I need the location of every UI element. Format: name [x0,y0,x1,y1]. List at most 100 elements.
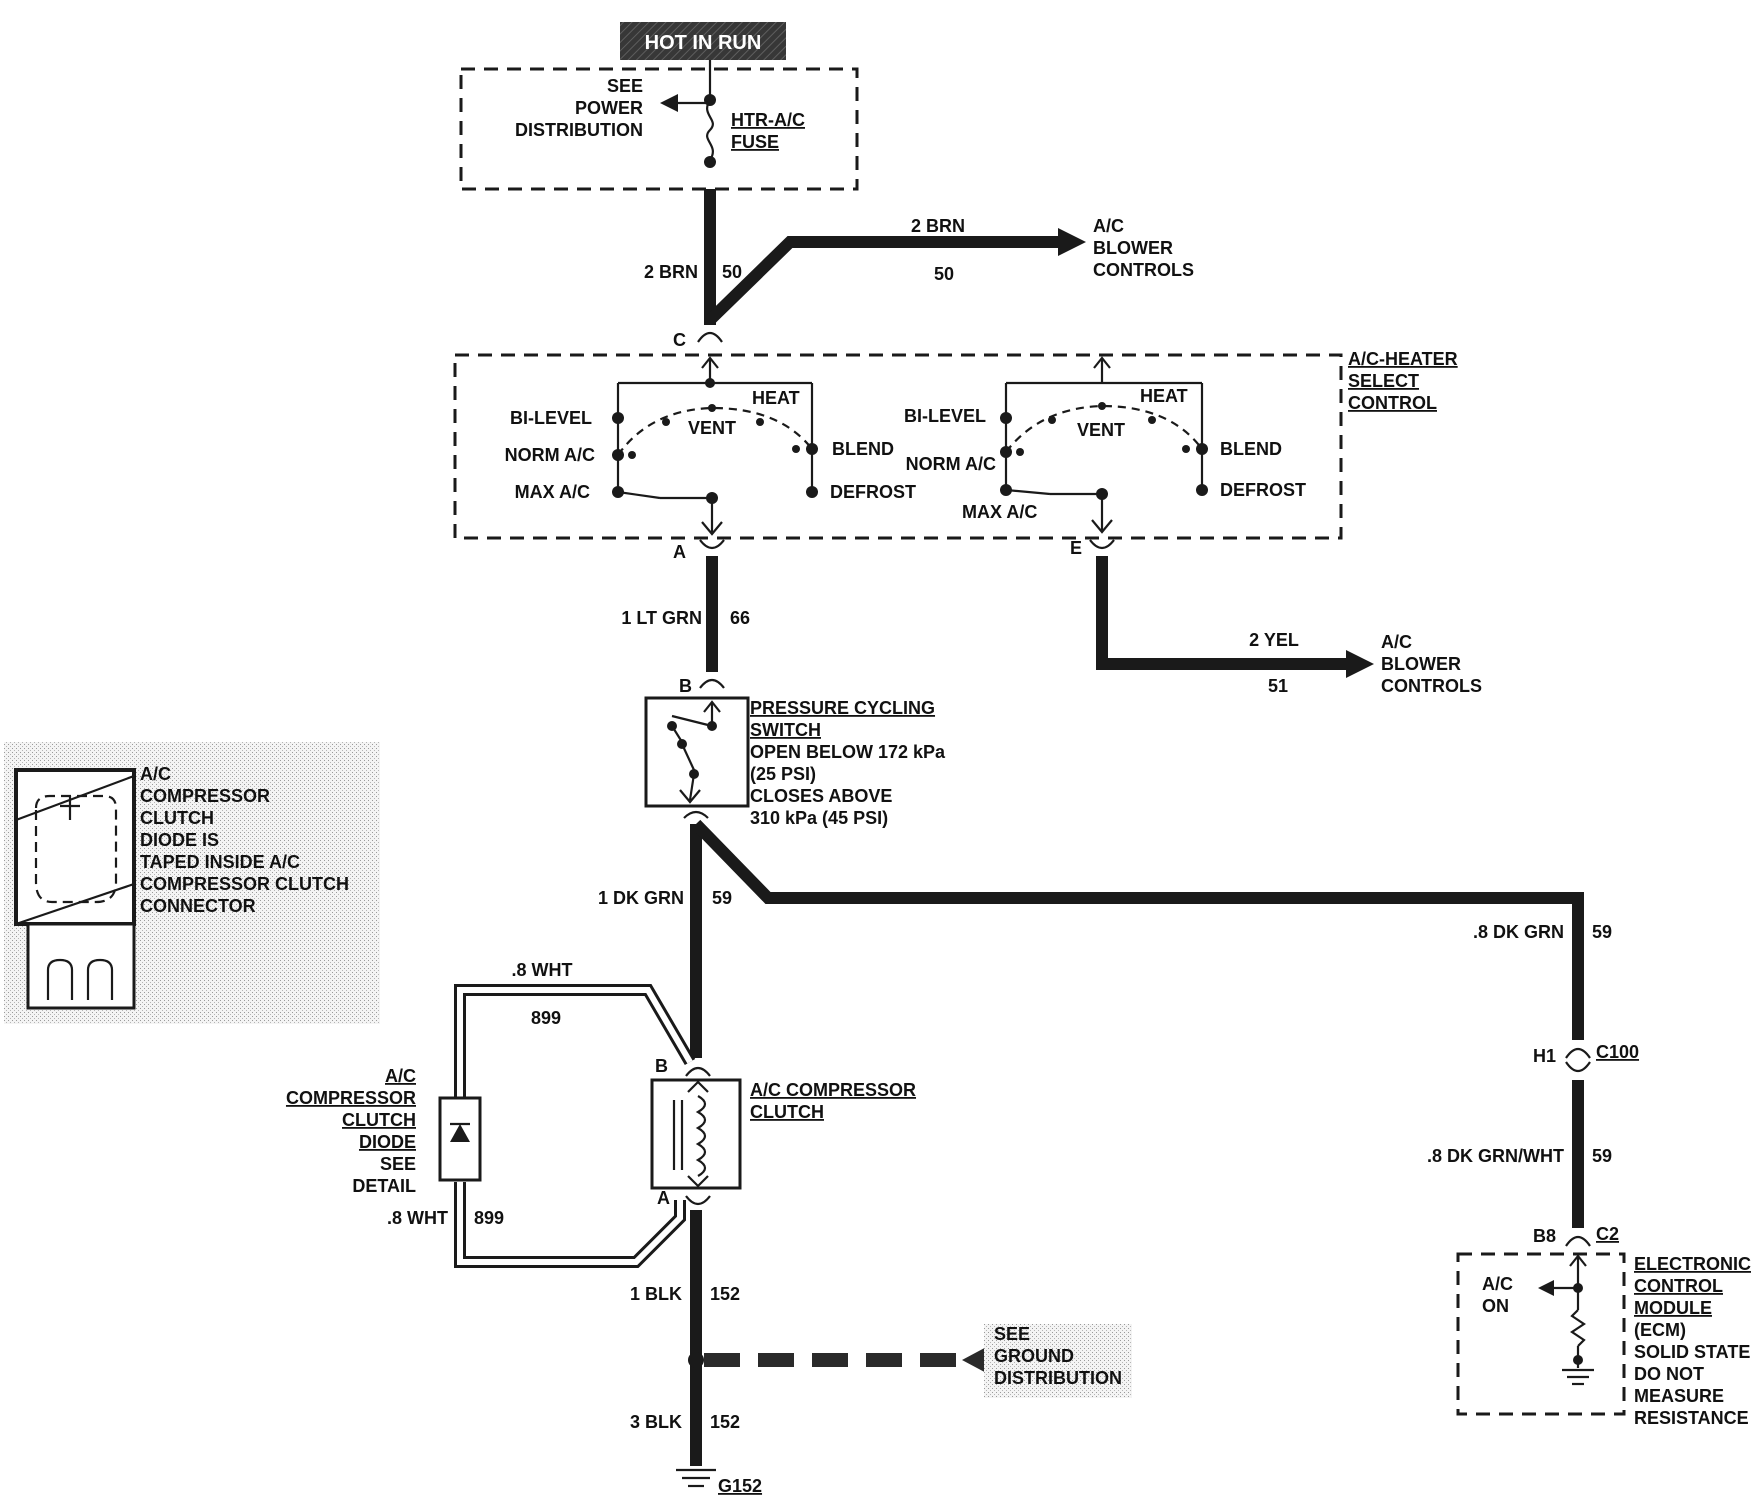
connector-a-clutch-label: A [657,1188,670,1208]
wire-152-upper-num: 152 [710,1284,740,1304]
switch-label-6: 310 kPa (45 PSI) [750,808,888,828]
ecm-ac-on-1: A/C [1482,1274,1513,1294]
wire-50-color-right: 2 BRN [911,216,965,236]
diode-label-1: A/C [385,1066,416,1086]
wire-899-bot-num: 899 [474,1208,504,1228]
detail-note-6: COMPRESSOR CLUTCH [140,874,349,894]
wire-152: 1 BLK 152 3 BLK 152 G152 [630,1210,762,1496]
diode-detail-inset: A/C COMPRESSOR CLUTCH DIODE IS TAPED INS… [4,742,380,1024]
ecm-title-3: MODULE [1634,1298,1712,1318]
blower-top-line-3: CONTROLS [1093,260,1194,280]
wire-51: E 2 YEL 51 A/C BLOWER CONTROLS [1070,538,1482,696]
wire-899-bot-color: .8 WHT [387,1208,448,1228]
ecm-module: A/C ON ELECTRONIC CONTROL MODULE (ECM) S… [1456,1252,1751,1428]
ecm-note-4: RESISTANCE [1634,1408,1749,1428]
right-vent: VENT [1077,420,1125,440]
diode-label-2: COMPRESSOR [286,1088,416,1108]
diode-label-4: DIODE [359,1132,416,1152]
detail-note-4: DIODE IS [140,830,219,850]
select-control-title-3: CONTROL [1348,393,1437,413]
fuse-box: SEE POWER DISTRIBUTION HTR-A/C FUSE [459,60,859,191]
ecm-title-1: ELECTRONIC [1634,1254,1751,1274]
wire-50-num-right: 50 [934,264,954,284]
ground-distribution-link: SEE GROUND DISTRIBUTION [704,1324,1132,1398]
switch-label-1: PRESSURE CYCLING [750,698,935,718]
ecm-note-3: MEASURE [1634,1386,1724,1406]
blower-bottom-line-1: A/C [1381,632,1412,652]
wire-59-right-color: .8 DK GRN [1473,922,1564,942]
connector-c2-label: C2 [1596,1224,1619,1244]
diode-label-3: CLUTCH [342,1110,416,1130]
diode-label-5: SEE [380,1154,416,1174]
connector-b-clutch-label: B [655,1056,668,1076]
wire-899-top-num: 899 [531,1008,561,1028]
hot-in-run-banner: HOT IN RUN [620,22,786,60]
connector-e-label: E [1070,538,1082,558]
blower-bottom-line-3: CONTROLS [1381,676,1482,696]
right-defrost: DEFROST [1220,480,1306,500]
ecm-note-1: SOLID STATE [1634,1342,1750,1362]
wire-66: A 1 LT GRN 66 B [621,539,750,696]
see-power-line-2: POWER [575,98,643,118]
connector-b-switch-label: B [679,676,692,696]
switch-label-4: (25 PSI) [750,764,816,784]
ecm-ac-on-2: ON [1482,1296,1509,1316]
ecm-title-4: (ECM) [1634,1320,1686,1340]
right-bi-level: BI-LEVEL [904,406,986,426]
ground-id-label: G152 [718,1476,762,1496]
wire-51-color: 2 YEL [1249,630,1299,650]
left-norm-ac: NORM A/C [505,445,595,465]
see-power-line-1: SEE [607,76,643,96]
see-power-line-3: DISTRIBUTION [515,120,643,140]
detail-note-2: COMPRESSOR [140,786,270,806]
wire-899-top-color: .8 WHT [512,960,573,980]
ecm-title-2: CONTROL [1634,1276,1723,1296]
left-vent: VENT [688,418,736,438]
blower-bottom-line-2: BLOWER [1381,654,1461,674]
wire-59-left-color: 1 DK GRN [598,888,684,908]
detail-note-1: A/C [140,764,171,784]
connector-c100-label: C100 [1596,1042,1639,1062]
right-heat: HEAT [1140,386,1188,406]
switch-label-3: OPEN BELOW 172 kPa [750,742,946,762]
clutch-label-1: A/C COMPRESSOR [750,1080,916,1100]
detail-note-3: CLUTCH [140,808,214,828]
ground-dist-3: DISTRIBUTION [994,1368,1122,1388]
connector-h1-label: H1 [1533,1046,1556,1066]
wire-66-num: 66 [730,608,750,628]
right-norm-ac: NORM A/C [906,454,996,474]
wire-152-upper-color: 1 BLK [630,1284,682,1304]
clutch-label-2: CLUTCH [750,1102,824,1122]
wire-152-lower-color: 3 BLK [630,1412,682,1432]
compressor-clutch-diode: A/C COMPRESSOR CLUTCH DIODE SEE DETAIL [286,1066,482,1196]
blower-top-line-1: A/C [1093,216,1124,236]
switch-label-5: CLOSES ABOVE [750,786,892,806]
switch-label-2: SWITCH [750,720,821,740]
left-max-ac: MAX A/C [515,482,590,502]
connector-c: C [673,330,723,350]
wire-50-num-left: 50 [722,262,742,282]
diode-label-6: DETAIL [352,1176,416,1196]
detail-note-5: TAPED INSIDE A/C [140,852,300,872]
left-defrost: DEFROST [830,482,916,502]
ecm-note-2: DO NOT [1634,1364,1704,1384]
connector-b8-label: B8 [1533,1226,1556,1246]
connector-a-label: A [673,542,686,562]
right-max-ac: MAX A/C [962,502,1037,522]
left-bi-level: BI-LEVEL [510,408,592,428]
connector-c-label: C [673,330,686,350]
ground-dist-1: SEE [994,1324,1030,1344]
hot-in-run-label: HOT IN RUN [645,32,762,54]
compressor-clutch: B A A/C COMPRESSOR CLUTCH [650,1056,916,1208]
detail-note-7: CONNECTOR [140,896,256,916]
wire-59-lower-color: .8 DK GRN/WHT [1427,1146,1564,1166]
blower-top-line-2: BLOWER [1093,238,1173,258]
wire-59: 1 DK GRN 59 .8 DK GRN 59 H1 C100 .8 DK G… [598,810,1639,1247]
fuse-label-2: FUSE [731,132,779,152]
pressure-cycling-switch: PRESSURE CYCLING SWITCH OPEN BELOW 172 k… [644,696,946,828]
wire-59-left-num: 59 [712,888,732,908]
left-heat: HEAT [752,388,800,408]
ground-dist-2: GROUND [994,1346,1074,1366]
